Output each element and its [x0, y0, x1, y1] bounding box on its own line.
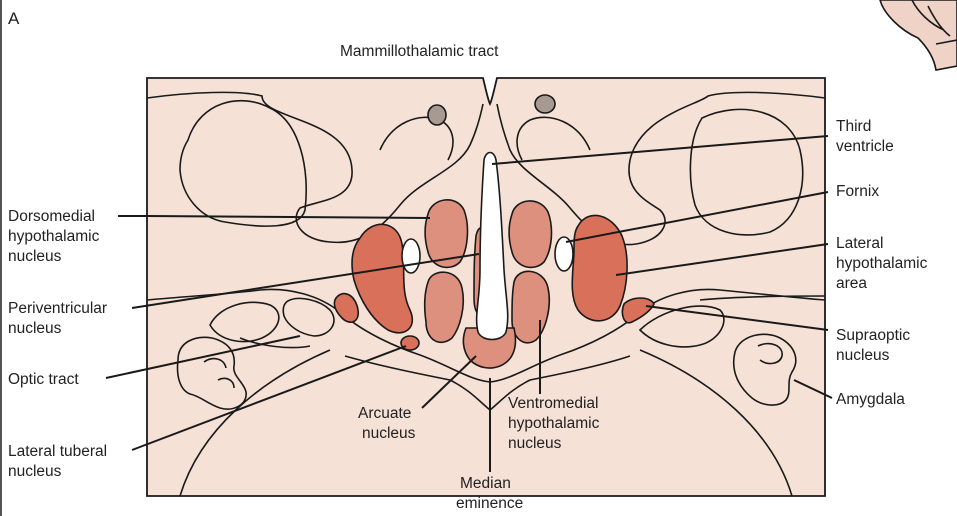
label-amygdala: Amygdala [836, 391, 905, 408]
label-fornix: Fornix [836, 183, 879, 200]
brain-inset [880, 0, 957, 70]
label-third-ventricle: Third ventricle [836, 118, 894, 155]
label-periventricular: Periventricular nucleus [8, 300, 111, 337]
fornix-left [402, 239, 420, 273]
label-dorsomedial: Dorsomedial hypothalamic nucleus [8, 208, 104, 265]
label-supraoptic: Supraoptic nucleus [836, 327, 914, 364]
label-mammillothalamic-tract: Mammillothalamic tract [340, 43, 499, 60]
dorsomedial-nucleus-right [509, 201, 551, 267]
panel-letter: A [8, 9, 20, 28]
label-lateral-tuberal: Lateral tuberal nucleus [8, 443, 111, 480]
mammillothalamic-tract-right [535, 95, 555, 113]
mammillothalamic-tract-left [428, 105, 446, 125]
label-optic-tract: Optic tract [8, 371, 79, 388]
label-lateral-area: Lateral hypothalamic area [836, 235, 932, 292]
